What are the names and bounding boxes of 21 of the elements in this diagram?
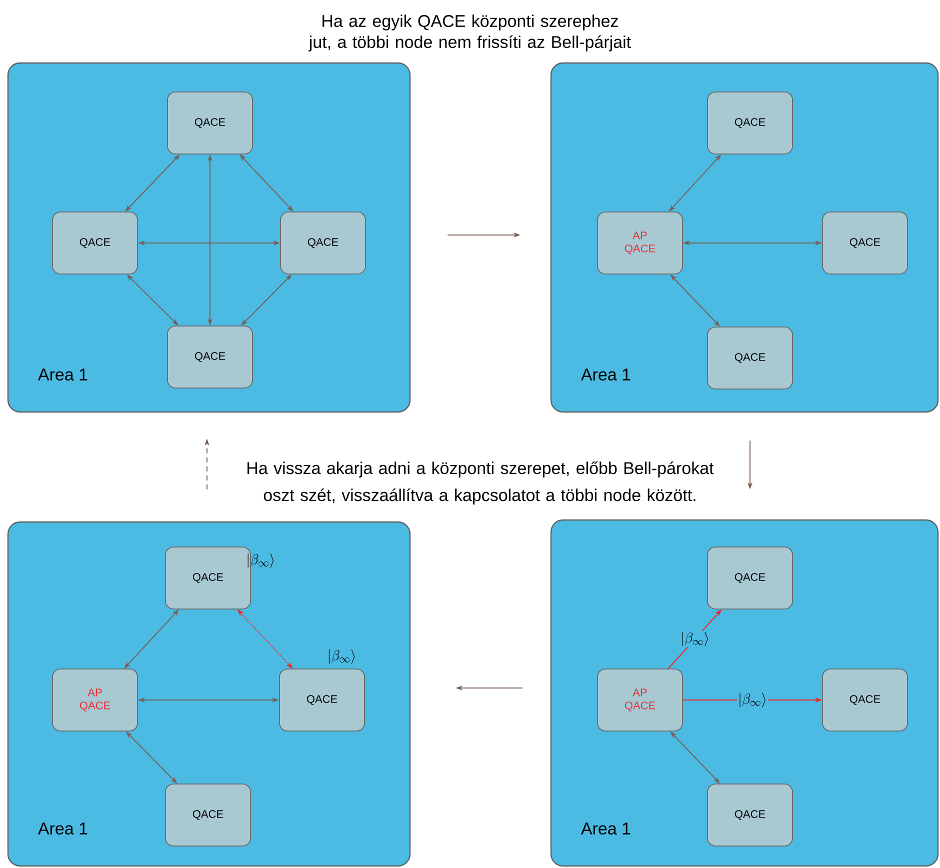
state-label: $|\beta_{\infty}\rangle$: [248, 553, 274, 568]
qace-box: AP QACE: [597, 212, 683, 274]
qace-box: QACE: [167, 92, 253, 154]
title: Ha az egyik QACE központi szerephez jut, a többi node nem frissíti az Bell-párjait: [308, 14, 631, 52]
qace-box: QACE: [167, 326, 253, 388]
qace-box: QACE: [52, 212, 138, 274]
qace-box: QACE: [279, 668, 365, 732]
state-label: $|\beta_{\infty}\rangle$: [328, 649, 355, 664]
qace-box: QACE: [822, 212, 908, 274]
qace-box: QACE: [707, 326, 793, 390]
qace-box: QACE: [822, 668, 908, 732]
edge-label: $|\beta_{\infty}\rangle$: [680, 630, 710, 648]
qace-box: QACE: [165, 784, 251, 846]
note: Ha vissza akarja adni a központi szerepet, előbb Bell-párokat oszt szét, visszaállítva a kapcsolatot a többi node között.: [248, 461, 714, 505]
qace-box: QACE: [707, 784, 793, 846]
qace-box: AP QACE: [52, 668, 138, 732]
edge-label: $|\beta_{\infty}\rangle$: [737, 692, 768, 708]
qace-box: AP QACE: [597, 668, 683, 732]
qace-box: QACE: [280, 212, 366, 274]
qace-box: QACE: [707, 92, 793, 154]
qace-box: QACE: [707, 546, 793, 610]
